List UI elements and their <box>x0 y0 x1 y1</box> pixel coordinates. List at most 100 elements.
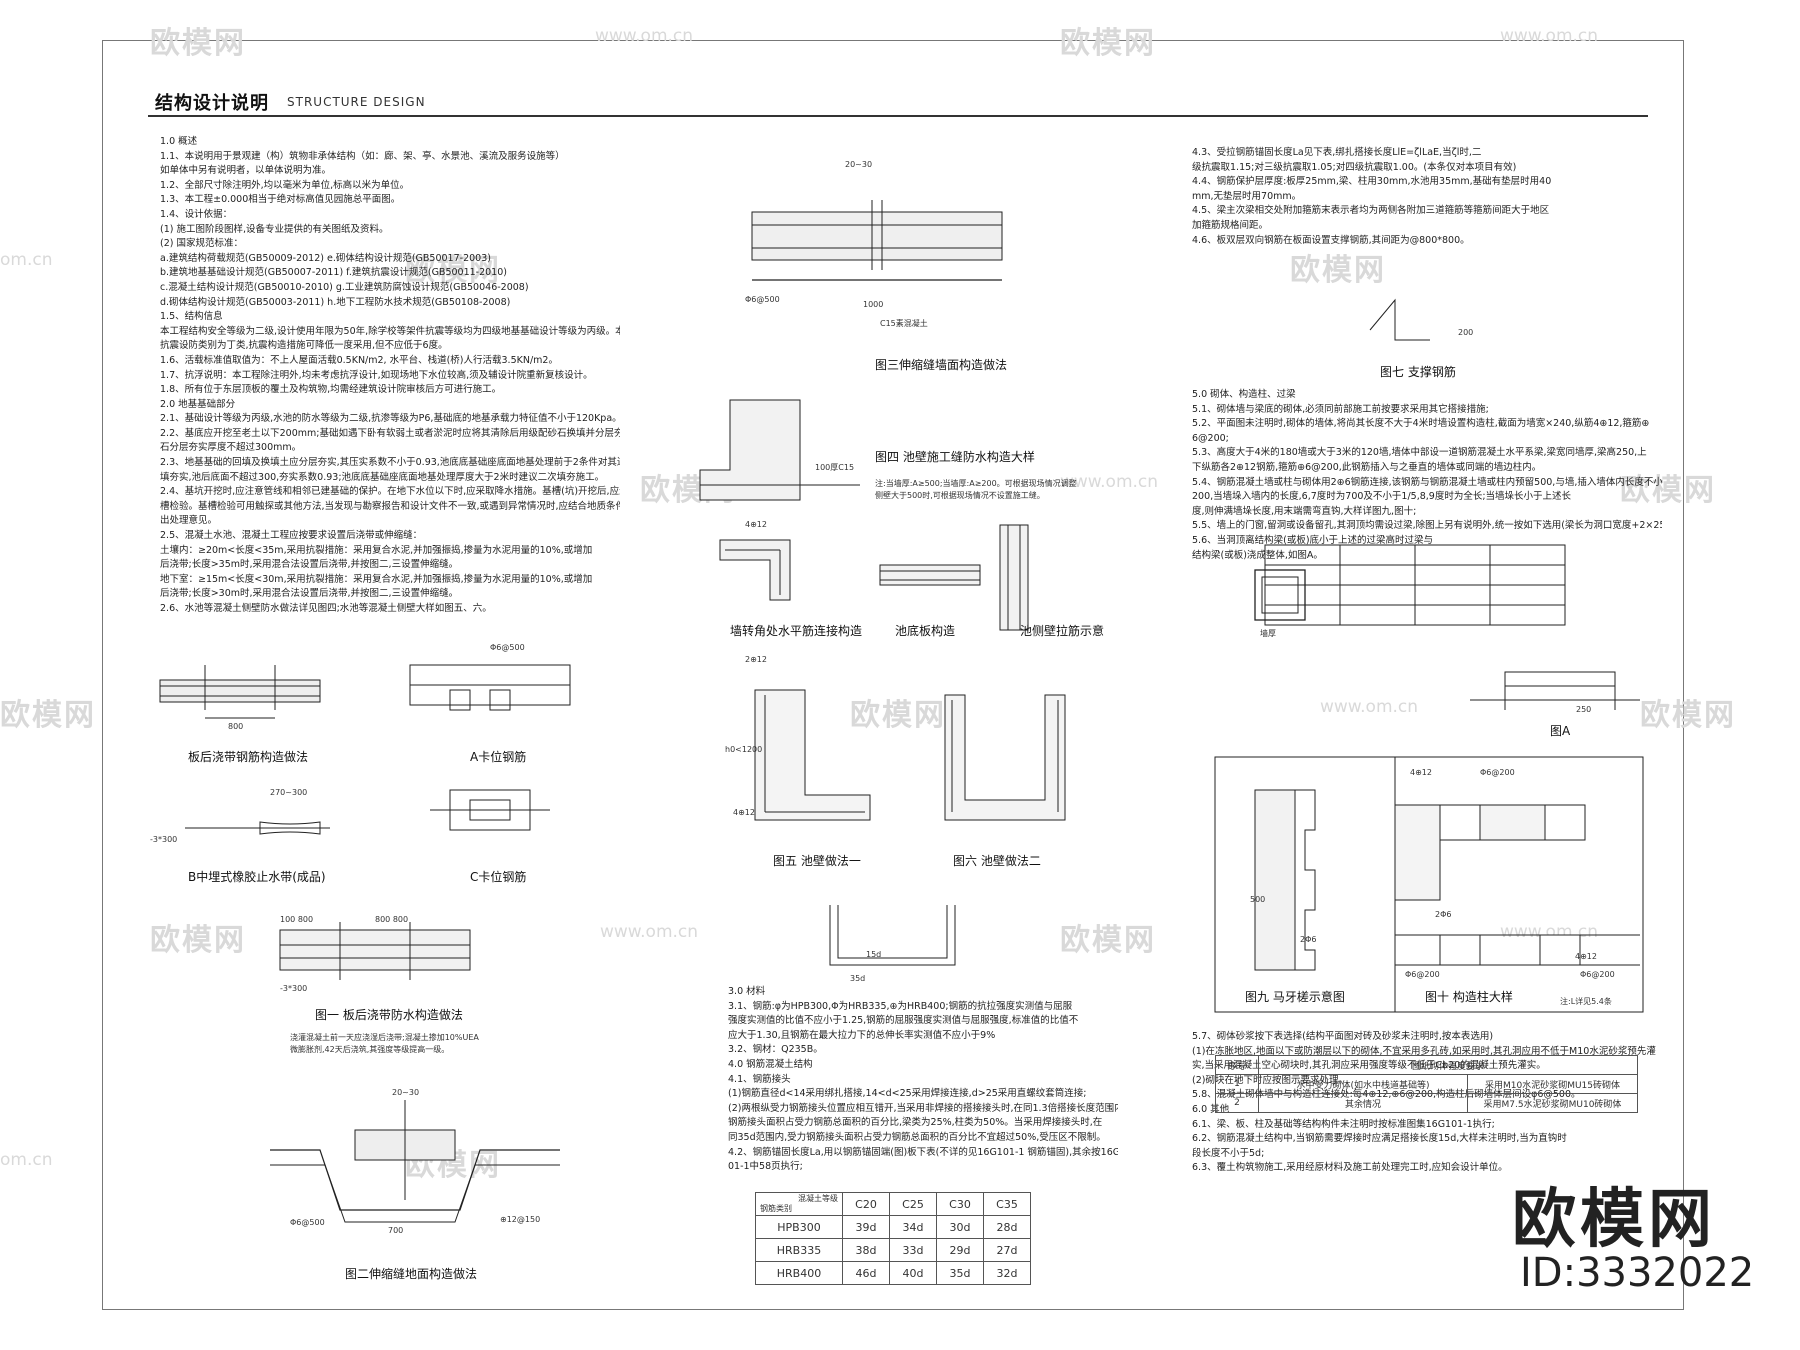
note-line: 5.7、砌体砂浆按下表选择(结构平面图对砖及砂浆未注明时,按本表选用) <box>1192 1031 1494 1042</box>
anchor-value: 40d <box>889 1261 937 1285</box>
anchor-value: 30d <box>936 1215 984 1239</box>
note-line: 2.4、基坑开挖时,应注意管线和相邻已建基础的保护。在地下水位以下时,应采取降水… <box>160 486 620 498</box>
caption-c-card: C卡位钢筋 <box>470 870 527 884</box>
anchor-value: 33d <box>889 1238 937 1262</box>
table-row: 2 其余情况 采用M7.5水泥砂浆砌MU10砖砌体 <box>1215 1093 1638 1113</box>
note-line: 石分层夯实厚度不超过300mm。 <box>160 442 302 454</box>
col3-top-notes: 4.3、受拉钢筋锚固长度La见下表,绑扎搭接长度LlE=ζlLaE,当ζl时,二… <box>1192 146 1662 248</box>
anchor-value: 38d <box>842 1238 890 1262</box>
dim-label: 250 <box>1576 705 1592 714</box>
fig1-note-1: 浇灌混凝土前一天应浇湿后浇带;混凝土掺加10%UEA <box>290 1033 479 1042</box>
watermark-logo: 欧模网 <box>850 698 946 733</box>
table-corner: 混凝土等级 钢筋类别 <box>755 1192 843 1216</box>
note-line: b.建筑地基基础设计规范(GB50007-2011) f.建筑抗震设计规范(GB… <box>160 267 507 279</box>
corner-bottom: 钢筋类别 <box>760 1204 792 1213</box>
caption-fig6: 图六 池壁做法二 <box>953 854 1041 868</box>
note-line: 同35d范围内,受力钢筋接头面积占受力钢筋总面积的百分比不宜超过50%,受压区不… <box>728 1131 1106 1143</box>
grade-header: C35 <box>983 1192 1031 1216</box>
note-line: 地下室：≥15m<长度<30m,采用抗裂措施：采用复合水泥,并加强振捣,掺量为水… <box>160 573 593 585</box>
note-line: 1.1、本说明用于景观建（构）筑物非承体结构（如：廊、架、亭、水景池、溪流及服务… <box>160 150 565 162</box>
anchor-value: 35d <box>936 1261 984 1285</box>
note-line: 6.3、覆土构筑物施工,采用经原材料及施工前处理完工时,应知会设计单位。 <box>1192 1162 1508 1174</box>
note-line: 后浇带;长度>30m时,采用混合法设置后浇带,并按图二,三设置伸缩缝。 <box>160 588 459 600</box>
dim-label: 15d <box>866 950 882 959</box>
note-line: 3.1、钢筋:φ为HPB300,Φ为HRB335,⊕为HRB400;钢筋的抗拉强… <box>728 1000 1073 1012</box>
note-line: 度,则伸满墙垛长度,用末端需弯直钩,大样详图九,图十; <box>1192 505 1417 517</box>
table-row: HRB335 38d 33d 29d 27d <box>755 1238 1031 1262</box>
note-line: 1.5、结构信息 <box>160 311 223 323</box>
caption-pool-tie: 池侧壁拉筋示意 <box>1020 624 1105 638</box>
note-line: 01-1中58页执行; <box>728 1161 803 1173</box>
note-line: 4.3、受拉钢筋锚固长度La见下表,绑扎搭接长度LlE=ζlLaE,当ζl时,二 <box>1192 147 1482 158</box>
note-line: d.砌体结构设计规范(GB50003-2011) h.地下工程防水技术规范(GB… <box>160 296 511 308</box>
dim-label: 270~300 <box>270 788 308 797</box>
caption-wall-corner: 墙转角处水平筋连接构造 <box>730 624 863 638</box>
dim-label: 20~30 <box>845 160 873 169</box>
caption-fig5: 图五 池壁做法一 <box>773 854 861 868</box>
dim-label: 4⊕12 <box>1575 952 1597 961</box>
dim-label: Φ6@500 <box>745 295 780 304</box>
note-line: 加箍筋规格间距。 <box>1192 219 1269 231</box>
watermark-logo: 欧模网 <box>1620 473 1716 508</box>
note-line: 4.2、钢筋锚固长度La,用以钢筋锚固端(图)板下表(不详的见16G101-1 … <box>728 1146 1118 1158</box>
note-line: 5.2、平面图未注明时,砌体的墙体,将尚其长度不大于4米时墙设置构造柱,截面为墙… <box>1192 418 1650 430</box>
page-title: 结构设计说明 <box>155 93 269 114</box>
note-line: 5.1、砌体墙与梁底的砌体,必须同前部施工前按要求采用其它搭接措施; <box>1192 403 1489 415</box>
note-line: 1.7、抗浮说明：本工程除注明外,均未考虑抗浮设计,如现场地下水位较高,须及辅设… <box>160 369 593 381</box>
note-line: 2.0 地基基础部分 <box>160 398 236 410</box>
watermark-logo: 欧模网 <box>1640 698 1736 733</box>
dim-label: -3*300 <box>150 835 178 844</box>
dim-label: 35d <box>850 974 866 983</box>
dim-label: 1000 <box>863 300 884 309</box>
watermark-logo: 欧模网 <box>1060 923 1156 958</box>
anchor-value: 29d <box>936 1238 984 1262</box>
watermark-url: www.om.cn <box>1500 26 1599 46</box>
note-line: 土壤内：≥20m<长度<35m,采用抗裂措施：采用复合水泥,并加强振捣,掺量为水… <box>160 544 593 556</box>
dim-label: 2Φ6 <box>1300 935 1317 944</box>
note-line: 200,当墙垛入墙内的长度,6,7度时为700及不小于1/5,8,9度时为全长;… <box>1192 491 1572 503</box>
note-line: 6.0 其他 <box>1192 1103 1230 1115</box>
watermark-url: om.cn <box>0 1150 53 1170</box>
dim-label: -3*300 <box>280 984 308 993</box>
note-line: 级抗震取1.15;对三级抗震取1.05;对四级抗震取1.00。(本条仅对本项目有… <box>1192 161 1517 173</box>
dim-label: C15素混凝土 <box>880 319 928 328</box>
label-wall-thickness: 墙厚 <box>1260 629 1276 638</box>
watermark-logo: 欧模网 <box>0 698 96 733</box>
watermark-url: www.om.cn <box>600 922 699 942</box>
mortar-no: 2 <box>1215 1093 1259 1113</box>
drawing-frame <box>102 40 1684 1310</box>
note-line: 1.0 概述 <box>160 136 198 147</box>
note-line: 出处理意见。 <box>160 515 218 527</box>
note-line: c.混凝土结构设计规范(GB50010-2010) g.工业建筑防腐蚀设计规范(… <box>160 281 529 293</box>
watermark-logo: 欧模网 <box>150 923 246 958</box>
caption-fig2: 图二伸缩缝地面构造做法 <box>345 1267 478 1281</box>
note-line: 1.4、设计依据： <box>160 208 233 220</box>
caption-pool-bottom: 池底板构造 <box>895 624 956 638</box>
fig1-note-2: 微膨胀剂,42天后浇筑,其强度等级提高一级。 <box>290 1045 450 1054</box>
dim-label: 2⊕12 <box>745 655 767 664</box>
note-line: 段长度不小于5d; <box>1192 1147 1265 1159</box>
note-line: 5.4、钢筋混凝土墙或柱与砌体用2⊕6钢筋连接,该钢筋与钢筋混凝土墙或柱内预留5… <box>1192 476 1662 488</box>
dim-label: 2Φ6 <box>1435 910 1452 919</box>
corner-top: 混凝土等级 <box>798 1194 838 1203</box>
watermark-logo: 欧模网 <box>405 253 501 288</box>
note-line: mm,无垫层时用70mm。 <box>1192 190 1302 202</box>
note-line: 1.8、所有位于东层顶板的覆土及构筑物,均需经建筑设计院审核后方可进行施工。 <box>160 384 502 396</box>
note-line: 结构梁(或板)浇成整体,如图A。 <box>1192 549 1323 561</box>
note-line: 2.3、地基基础的回填及换填土应分层夯实,其压实系数不小于0.93,池底底基础座… <box>160 457 620 469</box>
mortar-desc: 其余情况 <box>1258 1093 1468 1113</box>
fig4-note-2: 侧壁大于500时,可根据现场情况不设置施工缝。 <box>875 491 1045 500</box>
dim-label: 100厚C15 <box>815 463 855 472</box>
note-line: 钢筋接头面积占受力钢筋总面积的百分比,梁类为25%,柱类为50%。当采用焊接接头… <box>728 1117 1103 1129</box>
rebar-type: HRB400 <box>755 1261 843 1285</box>
dim-label: Φ6@500 <box>490 643 525 652</box>
anchor-value: 32d <box>983 1261 1031 1285</box>
mortar-header-req: 图纸砌体强度要求 <box>1258 1055 1638 1075</box>
dim-label: Φ6@200 <box>1580 970 1615 979</box>
note-line: 5.3、高度大于4米的180墙或大于3米的120墙,墙体中部设一道钢筋混凝土水平… <box>1192 447 1647 459</box>
note-line: (1)钢筋直径d<14采用绑扎搭接,14<d<25采用焊接连接,d>25采用直螺… <box>728 1088 1087 1100</box>
note-line: 4.5、梁主次梁相交处附加箍筋末表示者均为两侧各附加三道箍筋等箍筋间距大于地区 <box>1192 205 1550 217</box>
